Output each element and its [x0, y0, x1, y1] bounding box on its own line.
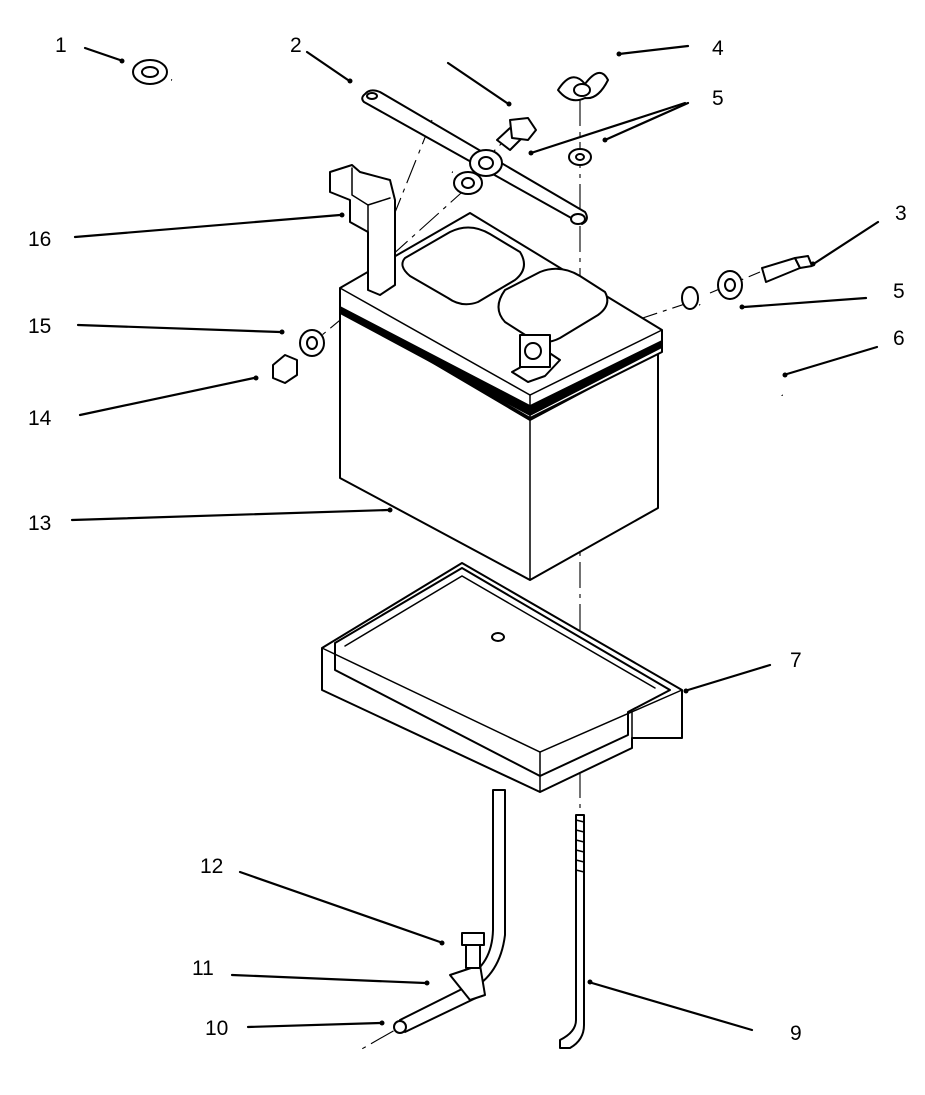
callout-10: 10 [205, 1017, 228, 1040]
callout-5-top: 5 [712, 87, 724, 110]
battery [339, 212, 663, 581]
callout-5-side: 5 [893, 280, 905, 303]
callout-1: 1 [55, 34, 67, 57]
callout-13: 13 [28, 512, 51, 535]
callout-7: 7 [790, 649, 802, 672]
callout-15: 15 [28, 315, 51, 338]
callout-4: 4 [712, 37, 724, 60]
hold-down-washer [568, 148, 592, 166]
negative-cable [132, 59, 453, 174]
positive-cable-hardware [681, 255, 813, 397]
terminal-boot [329, 164, 396, 296]
leader-lines [70, 44, 880, 1032]
callout-12: 12 [200, 855, 223, 878]
callout-3: 3 [895, 202, 907, 225]
callout-2: 2 [290, 34, 302, 57]
vent-tube-assembly [393, 789, 506, 1034]
callout-14: 14 [28, 407, 52, 430]
callout-6: 6 [893, 327, 905, 350]
terminal-nut-washer [272, 329, 325, 384]
top-terminal-hardware [453, 117, 537, 195]
hold-down-j-bolt [559, 814, 585, 1049]
battery-tray [321, 562, 683, 793]
wing-nut [557, 72, 609, 102]
callout-labels: 1 2 4 5 3 16 5 15 6 14 13 7 12 11 10 9 [28, 34, 907, 1045]
callout-16: 16 [28, 228, 51, 251]
callout-11: 11 [192, 957, 214, 980]
callout-9: 9 [790, 1022, 802, 1045]
